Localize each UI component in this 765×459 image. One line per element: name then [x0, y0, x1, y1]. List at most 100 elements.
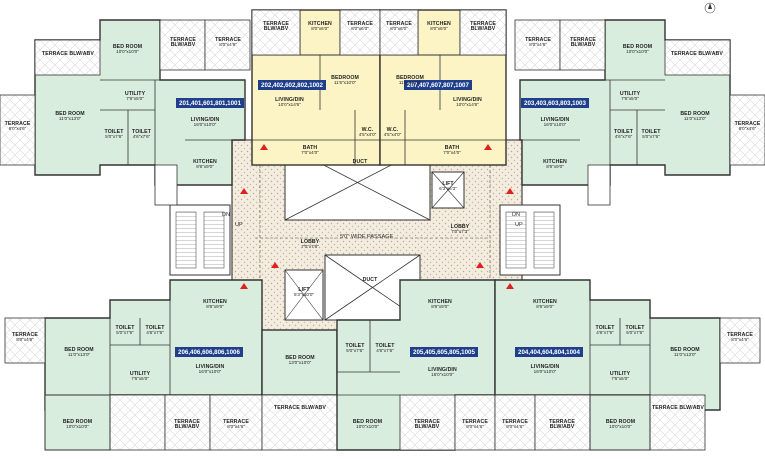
terrace-label-14: TERRACE BLW/ABV — [174, 419, 200, 431]
terrace-label-5: TERRACE BLW/ABV — [170, 37, 196, 49]
terrace-top-3 — [379, 9, 419, 56]
stair-dn-right: DN — [512, 212, 521, 218]
unit-badge-201: 201,401,601,801,1001 — [176, 98, 244, 108]
terrace-top-4 — [459, 9, 507, 56]
stair-up-right: UP — [515, 222, 523, 228]
unit-badge-203: 203,403,603,803,1003 — [521, 98, 589, 108]
room-wc-207: W.C.4'5"x4'0" — [383, 127, 402, 138]
duct-top-label: DUCT — [352, 159, 368, 165]
unit-badge-206: 206,406,606,806,1006 — [175, 347, 243, 357]
bedroom-ll-block — [44, 394, 111, 451]
bedroom-mid-block — [261, 329, 338, 396]
terrace-top-2 — [339, 9, 381, 56]
north-arrow-icon — [704, 2, 716, 14]
terrace-label-10: TERRACE BLW/ABV — [570, 37, 596, 49]
passage-label: 5'0" WIDE PASSAGE — [340, 234, 394, 240]
terrace-ul-1 — [159, 19, 206, 71]
terrace-ur-3 — [664, 39, 731, 76]
terrace-lm-1 — [261, 394, 338, 451]
terrace-top-1 — [251, 9, 301, 56]
unit-badge-207: 207,407,607,807,1007 — [404, 80, 472, 90]
unit-badge-205: 205,405,605,805,1005 — [410, 347, 478, 357]
terrace-ll-4 — [209, 394, 263, 451]
terrace-label-4: TERRACE BLW/ABV — [470, 21, 496, 33]
terrace-lr-4 — [649, 394, 706, 451]
terrace-ul-4 — [0, 94, 36, 166]
duct-bottom-label: DUCT — [362, 277, 378, 283]
terrace-label-20: TERRACE BLW/ABV — [549, 419, 575, 431]
unit-badge-204: 204,404,604,804,1004 — [515, 347, 583, 357]
terrace-label-21: TERRACE BLW/ABV — [652, 405, 704, 411]
terrace-ll-1 — [4, 317, 46, 364]
terrace-ll-3 — [164, 394, 211, 451]
terrace-label-7: TERRACE BLW/ABV — [42, 51, 94, 57]
terrace-ul-3 — [34, 39, 101, 76]
room-wc-202: W.C.4'5"x4'0" — [358, 127, 377, 138]
terrace-ur-4 — [729, 94, 765, 166]
terrace-ll-2 — [109, 394, 166, 451]
terrace-label-11: TERRACE BLW/ABV — [671, 51, 723, 57]
terrace-lr-2 — [494, 394, 536, 451]
terrace-ul-2 — [204, 19, 251, 71]
terrace-label-16: TERRACE BLW/ABV — [274, 405, 326, 411]
terrace-lm-2 — [399, 394, 456, 451]
unit-badge-202: 202,402,602,802,1002 — [258, 80, 326, 90]
terrace-label-1: TERRACE BLW/ABV — [263, 21, 289, 33]
terrace-label-17: TERRACE BLW/ABV — [414, 419, 440, 431]
